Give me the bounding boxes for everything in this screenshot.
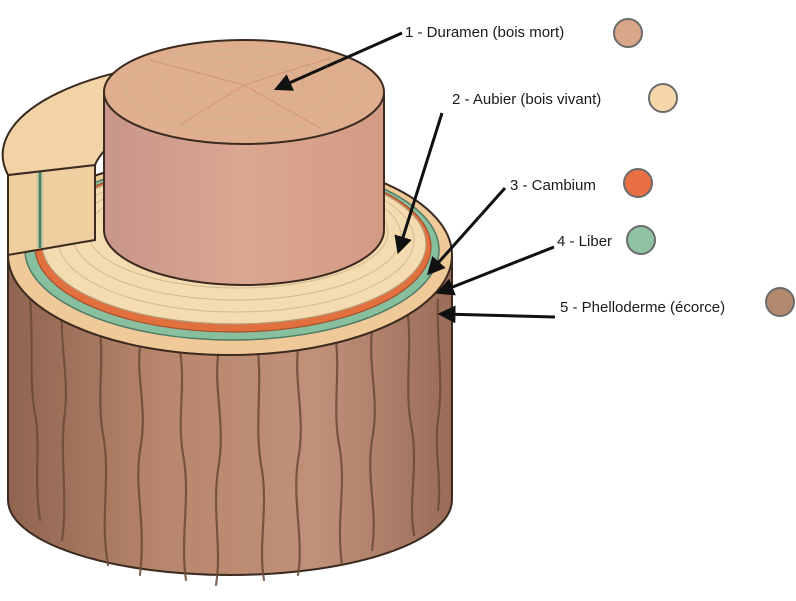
bark-notch — [8, 165, 95, 255]
label-liber: 4 - Liber — [557, 233, 612, 250]
swatch-duramen — [614, 19, 642, 47]
label-cambium: 3 - Cambium — [510, 177, 596, 194]
label-phelloderme: 5 - Phelloderme (écorce) — [560, 299, 725, 316]
label-duramen: 1 - Duramen (bois mort) — [405, 24, 564, 41]
swatch-liber — [627, 226, 655, 254]
swatch-cambium — [624, 169, 652, 197]
swatch-phelloderme — [766, 288, 794, 316]
swatch-aubier — [649, 84, 677, 112]
label-aubier: 2 - Aubier (bois vivant) — [452, 91, 601, 108]
